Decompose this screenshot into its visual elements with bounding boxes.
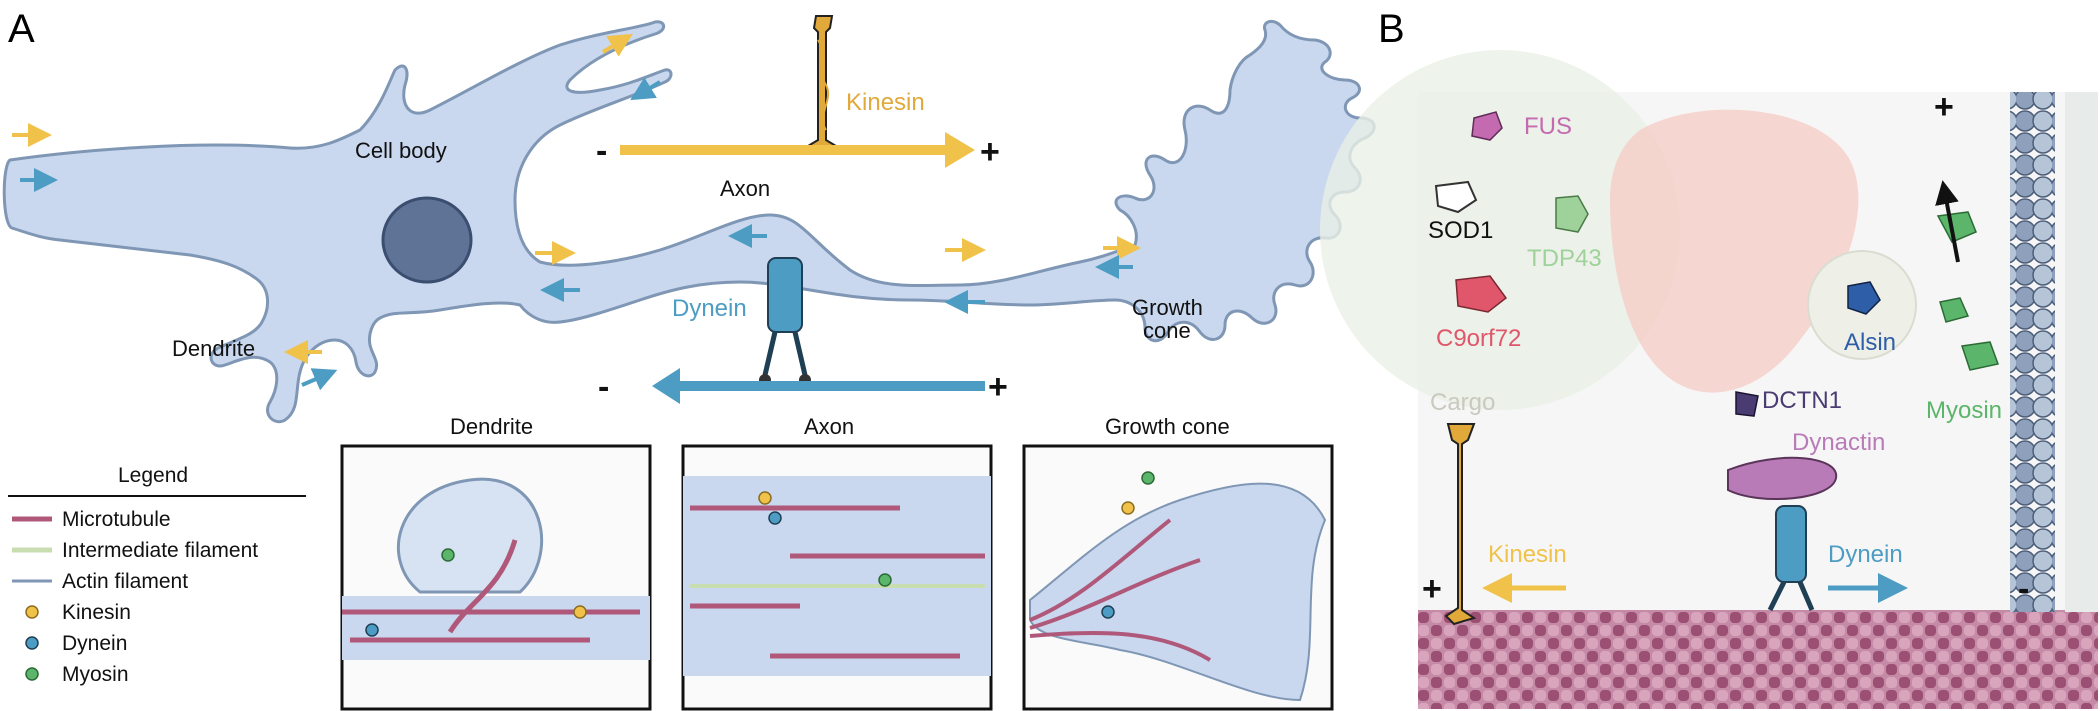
fus-protein-icon	[1471, 111, 1503, 141]
legend-label: Kinesin	[62, 601, 131, 624]
dynein-b-legs	[1767, 580, 1815, 612]
cargo-label: Cargo	[1430, 389, 1495, 416]
zoom-box-title: Axon	[804, 414, 854, 439]
kinesin-dot	[758, 491, 772, 505]
mitochondrion	[1610, 109, 1859, 393]
kinesin-stalk	[817, 39, 829, 131]
actin-plus-label: +	[1934, 88, 1954, 126]
dynein-dot	[768, 511, 782, 525]
legend-swatch-kinesin	[25, 605, 39, 619]
myosin-protein-icon	[1939, 297, 1970, 323]
legend-label: Myosin	[62, 663, 129, 686]
alsin-label: Alsin	[1844, 329, 1896, 356]
panel-a-letter: A	[8, 7, 35, 51]
dynein-legs	[762, 331, 808, 376]
sod1-label: SOD1	[1428, 217, 1493, 244]
nucleus	[381, 196, 473, 284]
myosin-dot	[878, 573, 892, 587]
microtubule	[1029, 518, 1172, 622]
legend-label: Intermediate filament	[62, 539, 258, 562]
legend-swatch-myosin	[25, 667, 39, 681]
kinesin-diagram	[620, 15, 975, 168]
dynein-motor-icon	[767, 257, 803, 333]
dynein-minus-label: -	[598, 368, 609, 406]
dynein-plus-label: +	[988, 368, 1008, 406]
legend-swatch-dynein	[25, 636, 39, 650]
kinesin-motor-icon	[1444, 423, 1477, 626]
myosin-direction-arrow	[1935, 180, 1960, 263]
myosin-protein-icon	[1961, 341, 1999, 371]
dendrite-label: Dendrite	[172, 336, 255, 361]
tdp43-label: TDP43	[1527, 245, 1602, 272]
growth-cone-body	[1029, 482, 1327, 702]
kinesin-minus-label: -	[596, 132, 607, 170]
c9orf72-label: C9orf72	[1436, 325, 1521, 352]
legend: Legend Microtubule Intermediate filament…	[8, 464, 306, 686]
kinesin-dot	[1121, 501, 1135, 515]
cell-body-label: Cell body	[355, 138, 447, 163]
tdp43-protein-icon	[1555, 195, 1589, 233]
microtubule	[1029, 558, 1201, 630]
dynactin-label: Dynactin	[1792, 429, 1885, 456]
kinesin-plus-label: +	[980, 133, 1000, 171]
dynein-dot	[365, 623, 379, 637]
myosin-dot	[1141, 471, 1155, 485]
actin-minus-label: -	[2018, 570, 2029, 608]
dynein-diagram	[652, 257, 985, 404]
neuron	[2, 19, 1376, 424]
dynactin-icon	[1727, 456, 1838, 500]
alsin-protein-icon	[1847, 281, 1881, 315]
legend-label: Dynein	[62, 632, 127, 655]
kinesin-b-label: Kinesin	[1488, 541, 1567, 568]
c9orf72-protein-icon	[1455, 275, 1508, 313]
zoom-box-dendrite	[340, 444, 652, 711]
dynein-arrowhead	[652, 368, 680, 404]
zoom-box-growth-cone	[1022, 444, 1334, 711]
transport-arrows	[12, 33, 1141, 391]
dctn1-protein-icon	[1735, 391, 1759, 417]
growth-cone-label-1: Growth	[1132, 295, 1203, 320]
myosin-b-label: Myosin	[1926, 397, 2002, 424]
myosin-dot	[441, 548, 455, 562]
dynein-arrow	[630, 77, 662, 101]
zoom-box-title: Growth cone	[1105, 414, 1230, 439]
dynein-arrow	[301, 368, 338, 391]
fus-label: FUS	[1524, 113, 1572, 140]
cargo-vesicle	[1320, 50, 1680, 410]
panel-b-letter: B	[1378, 7, 1405, 51]
neuron-shape	[2, 19, 1376, 424]
dynein-label: Dynein	[672, 295, 747, 322]
kinesin-arrow	[601, 33, 633, 57]
zoom-box-axon	[681, 444, 993, 711]
dendrite-shaft	[342, 596, 650, 660]
zoom-box-title: Dendrite	[450, 414, 533, 439]
microtubule	[1029, 630, 1212, 662]
dynein-dot	[1101, 605, 1115, 619]
myosin-protein-icon	[1936, 211, 1977, 243]
dynein-b-label: Dynein	[1828, 541, 1903, 568]
microtubule	[447, 539, 518, 634]
kinesin-dot	[573, 605, 587, 619]
dynein-b-motor-icon	[1775, 505, 1807, 583]
kinesin-arrowhead	[945, 132, 975, 168]
microtubule-lattice	[1418, 610, 2098, 709]
sod1-protein-icon	[1434, 180, 1478, 214]
legend-label: Actin filament	[62, 570, 188, 593]
dctn1-label: DCTN1	[1762, 387, 1842, 414]
legend-title: Legend	[118, 464, 188, 487]
microtubule-plus-label: +	[1422, 570, 1442, 608]
kinesin-label: Kinesin	[846, 89, 925, 116]
growth-cone-label-2: cone	[1143, 318, 1191, 343]
legend-label: Microtubule	[62, 508, 171, 531]
actin-filament	[2010, 92, 2055, 612]
axon-label: Axon	[720, 176, 770, 201]
panel-b-frame	[1320, 50, 2098, 709]
actin-bundle	[2065, 92, 2098, 612]
kinesin-motor-icon	[806, 15, 838, 153]
